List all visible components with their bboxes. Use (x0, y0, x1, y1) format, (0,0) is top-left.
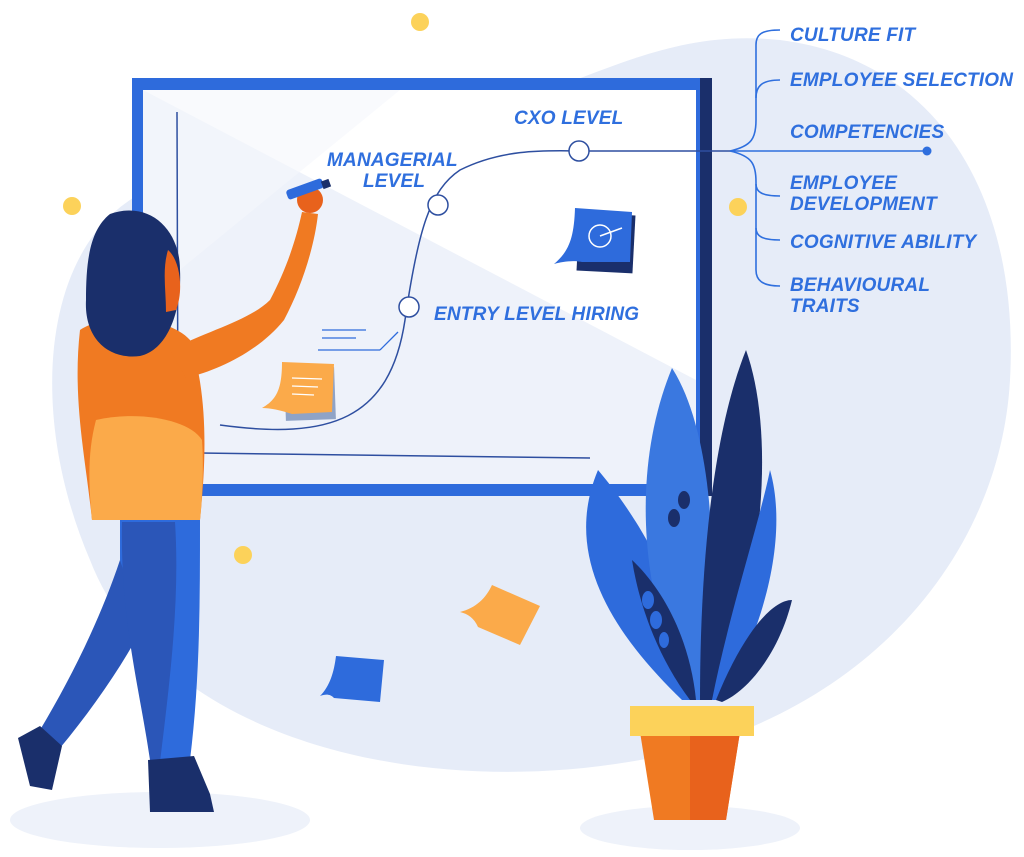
entry-level-label: ENTRY LEVEL HIRING (434, 304, 639, 325)
competencies-endpoint (922, 146, 932, 156)
decor-dot (729, 198, 747, 216)
managerial-level-label: MANAGERIAL (327, 150, 458, 171)
growth-curve (219, 149, 730, 431)
whiteboard (132, 78, 712, 496)
managerial-level-node (427, 194, 449, 216)
cxo-level-node (568, 140, 590, 162)
target-icon (554, 208, 636, 274)
plant-pot (630, 706, 754, 820)
floating-blue-note (320, 656, 384, 702)
branch-label-employee-selection: EMPLOYEE SELECTION (790, 70, 1014, 91)
floating-orange-note (460, 585, 540, 645)
branch-label-culture-fit: CULTURE FIT (790, 25, 917, 46)
cxo-level-label: CXO LEVEL (514, 108, 623, 129)
decor-dot (411, 13, 429, 31)
ground-shadow (10, 792, 310, 848)
decor-dot (63, 197, 81, 215)
branch-label-behavioural-traits: BEHAVIOURAL (790, 275, 930, 296)
plant-icon (586, 350, 792, 702)
managerial-level-label-line2: LEVEL (363, 171, 425, 192)
branch-connectors (729, 29, 926, 287)
x-axis-line (199, 452, 591, 459)
marker-icon (286, 178, 332, 200)
branch-label-employee-development-line2: DEVELOPMENT (790, 194, 938, 215)
branch-label-employee-development: EMPLOYEE (790, 173, 898, 194)
board-scribbles (318, 329, 399, 351)
sticky-note-icon (262, 362, 336, 421)
entry-level-node (398, 296, 420, 318)
decor-dot (234, 546, 252, 564)
ground-shadow (580, 806, 800, 850)
woman-drawing-figure (18, 178, 332, 812)
branch-label-behavioural-traits-line2: TRAITS (790, 296, 860, 317)
branch-label-competencies: COMPETENCIES (790, 122, 945, 143)
branch-label-cognitive-ability: COGNITIVE ABILITY (790, 232, 978, 253)
